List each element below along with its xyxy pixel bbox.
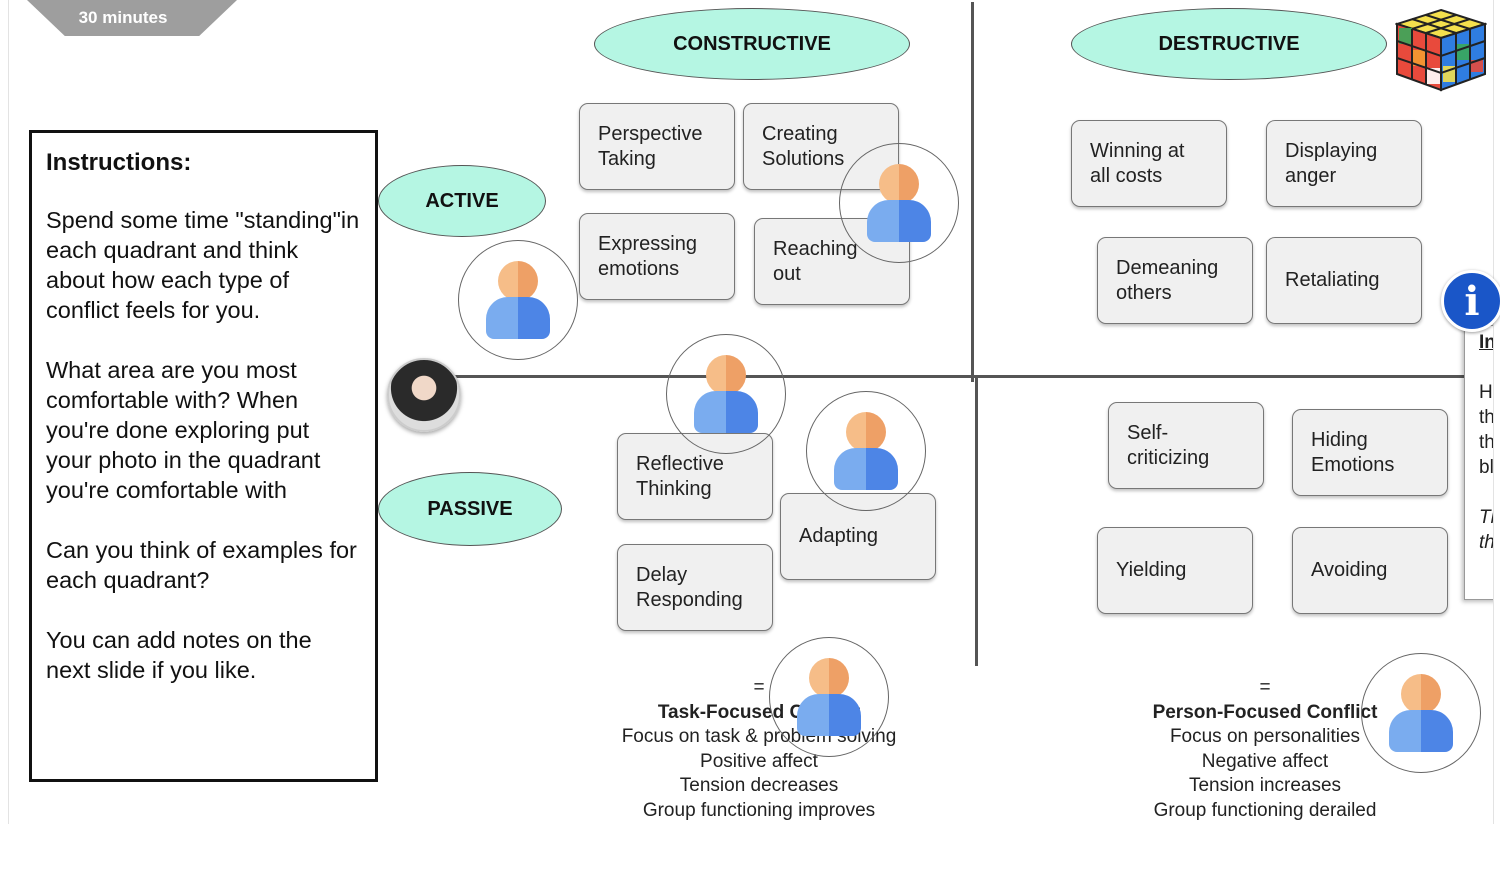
instructions-paragraph: Can you think of examples for each quadr… — [46, 537, 357, 593]
person-focused-summary: = Person-Focused Conflict Focus on perso… — [1085, 676, 1445, 823]
equals-sign: = — [1259, 677, 1271, 698]
card-avoiding[interactable]: Avoiding — [1292, 527, 1448, 614]
constructive-label[interactable]: CONSTRUCTIVE — [594, 8, 910, 80]
constructive-text: CONSTRUCTIVE — [673, 32, 831, 55]
user-avatar-icon[interactable] — [1361, 653, 1481, 773]
card-demeaning-others[interactable]: Demeaning others — [1097, 237, 1253, 324]
instructions-heading: Instructions: — [46, 149, 192, 176]
user-avatar-icon[interactable] — [458, 240, 578, 360]
vertical-axis-line — [971, 2, 974, 382]
info-panel-line: Th — [1479, 507, 1493, 528]
profile-photo[interactable] — [387, 358, 461, 432]
info-panel-line: blo — [1479, 457, 1494, 478]
card-perspective-taking[interactable]: Perspective Taking — [579, 103, 735, 190]
slide-canvas: 30 minutes Instructions: Spend some time… — [8, 0, 1494, 824]
instructions-paragraph: You can add notes on the next slide if y… — [46, 627, 312, 683]
horizontal-axis-line — [454, 375, 1493, 378]
summary-title: Person-Focused Conflict — [1152, 701, 1378, 723]
passive-text: PASSIVE — [427, 497, 513, 520]
summary-line: Focus on task & problem solving — [621, 726, 897, 747]
card-displaying-anger[interactable]: Displaying anger — [1266, 120, 1422, 207]
card-self-criticizing[interactable]: Self- criticizing — [1108, 402, 1264, 489]
timer-badge: 30 minutes — [27, 0, 237, 36]
instructions-paragraph: Spend some time "standing"in each quadra… — [46, 207, 360, 323]
summary-line: Group functioning improves — [642, 799, 876, 821]
summary-line: Positive affect — [700, 750, 818, 772]
active-text: ACTIVE — [425, 189, 499, 212]
card-retaliating[interactable]: Retaliating — [1266, 237, 1422, 324]
summary-line: Tension increases — [1188, 775, 1342, 796]
info-panel-line: tha — [1479, 432, 1494, 453]
info-side-panel[interactable]: Inf He the tha blo Th the — [1464, 325, 1494, 600]
info-panel-line: the — [1479, 532, 1494, 553]
user-avatar-icon[interactable] — [839, 143, 959, 263]
passive-label[interactable]: PASSIVE — [378, 472, 562, 546]
destructive-label[interactable]: DESTRUCTIVE — [1071, 8, 1387, 80]
user-avatar-icon[interactable] — [806, 391, 926, 511]
instructions-box[interactable]: Instructions: Spend some time "standing"… — [29, 130, 378, 782]
card-creating-solutions[interactable]: Creating Solutions — [743, 103, 899, 190]
rubiks-cube-icon — [1395, 8, 1487, 92]
destructive-text: DESTRUCTIVE — [1158, 32, 1300, 55]
timer-label: 30 minutes — [78, 8, 168, 27]
instructions-paragraph: What area are you most comfortable with?… — [46, 357, 321, 503]
user-avatar-icon[interactable] — [666, 334, 786, 454]
card-yielding[interactable]: Yielding — [1097, 527, 1253, 614]
card-expressing-emotions[interactable]: Expressing emotions — [579, 213, 735, 300]
card-winning-at-all-costs[interactable]: Winning at all costs — [1071, 120, 1227, 207]
card-hiding-emotions[interactable]: Hiding Emotions — [1292, 409, 1448, 496]
summary-line: Tension decreases — [679, 775, 839, 796]
vertical-axis-line — [975, 378, 978, 666]
info-panel-line: the — [1479, 407, 1494, 428]
equals-sign: = — [753, 677, 765, 698]
summary-line: Focus on personalities — [1169, 726, 1361, 747]
info-panel-title: Inf — [1479, 332, 1493, 353]
summary-line: Group functioning derailed — [1153, 799, 1377, 821]
user-avatar-icon[interactable] — [769, 637, 889, 757]
active-label[interactable]: ACTIVE — [378, 165, 546, 237]
summary-line: Negative affect — [1201, 750, 1329, 772]
info-icon[interactable]: i — [1441, 270, 1500, 332]
info-panel-line: He — [1479, 382, 1493, 403]
card-delay-responding[interactable]: Delay Responding — [617, 544, 773, 631]
